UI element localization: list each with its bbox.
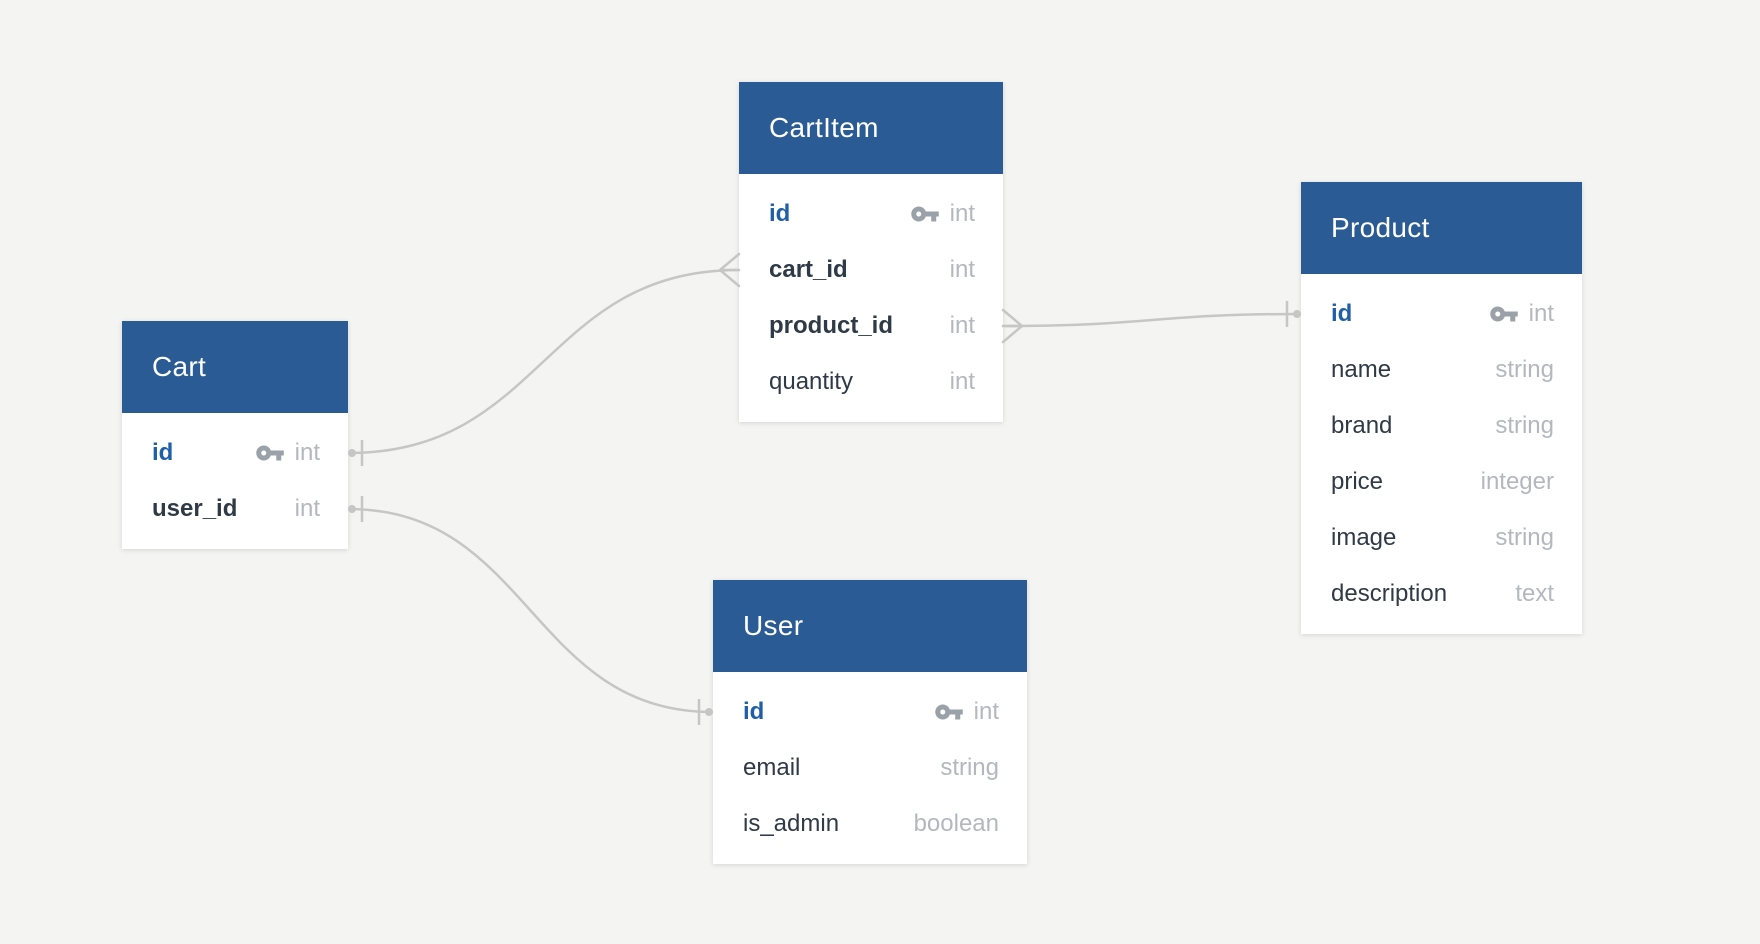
key-icon: [910, 206, 939, 222]
field-type: boolean: [913, 810, 999, 837]
field-row-product-description: description text: [1301, 566, 1582, 622]
field-type: string: [1495, 524, 1554, 551]
table-field-list: id int name string brand string price integer im…: [1301, 274, 1582, 634]
cardinality-many-crow-foot: [718, 252, 741, 288]
field-name: id: [152, 439, 174, 466]
field-type-group: int: [934, 697, 999, 727]
table-field-list: id int user_id int: [122, 413, 348, 549]
table-title: Product: [1331, 212, 1430, 243]
field-type-group: int: [950, 368, 975, 396]
field-row-product-image: image string: [1301, 510, 1582, 566]
field-type: int: [949, 200, 975, 227]
field-name: cart_id: [769, 256, 848, 283]
relationship-path: [347, 268, 740, 455]
field-type: int: [949, 368, 975, 395]
field-row-user-email: email string: [713, 740, 1027, 796]
endpoint-dot: [1293, 310, 1301, 318]
cardinality-many-crow-foot: [1001, 308, 1024, 344]
field-type-group: string: [1495, 412, 1554, 440]
field-row-product-brand: brand string: [1301, 398, 1582, 454]
table-title: User: [743, 610, 804, 641]
field-type: string: [1495, 356, 1554, 383]
table-title: CartItem: [769, 112, 879, 143]
field-row-user-id: id int: [713, 684, 1027, 740]
field-row-cart-user_id: user_id int: [122, 481, 348, 537]
table-header-user[interactable]: User: [713, 580, 1027, 672]
field-type: int: [949, 256, 975, 283]
field-name: quantity: [769, 368, 854, 395]
table-field-list: id int email string is_admin boolean: [713, 672, 1027, 864]
field-type-group: int: [295, 495, 320, 523]
field-type-group: string: [1495, 524, 1554, 552]
field-name: brand: [1331, 412, 1393, 439]
field-type-group: int: [950, 312, 975, 340]
field-type: int: [1528, 300, 1554, 327]
endpoint-dot: [705, 708, 713, 716]
field-row-cartitem-cart_id: cart_id int: [739, 242, 1003, 298]
field-name: description: [1331, 580, 1448, 607]
key-icon: [934, 704, 963, 720]
field-type-group: int: [950, 256, 975, 284]
table-title: Cart: [152, 351, 207, 382]
field-row-cartitem-id: id int: [739, 186, 1003, 242]
relationship-cart-to-cartitem: [347, 252, 741, 466]
field-type-group: int: [255, 438, 320, 468]
field-name: user_id: [152, 495, 238, 522]
table-cart[interactable]: Cart id int user_id int: [122, 321, 348, 549]
field-type-group: string: [940, 754, 999, 782]
table-header-cartitem[interactable]: CartItem: [739, 82, 1003, 174]
endpoint-dot: [348, 449, 356, 457]
field-name: is_admin: [743, 810, 840, 837]
field-type: int: [949, 312, 975, 339]
field-name: name: [1331, 356, 1392, 383]
table-header-product[interactable]: Product: [1301, 182, 1582, 274]
field-row-user-is_admin: is_admin boolean: [713, 796, 1027, 852]
field-type: integer: [1480, 468, 1554, 495]
table-header-cart[interactable]: Cart: [122, 321, 348, 413]
table-product[interactable]: Product id int name string brand string price in…: [1301, 182, 1582, 634]
field-name: product_id: [769, 312, 893, 339]
field-type-group: int: [910, 199, 975, 229]
field-name: id: [1331, 300, 1353, 327]
field-name: image: [1331, 524, 1397, 551]
field-type-group: string: [1495, 356, 1554, 384]
field-type: int: [973, 698, 999, 725]
relationship-cart-to-user: [347, 496, 714, 725]
field-type: text: [1515, 580, 1554, 607]
field-type: string: [1495, 412, 1554, 439]
field-name: email: [743, 754, 801, 781]
field-type: int: [294, 495, 320, 522]
key-icon: [1489, 306, 1518, 322]
relationship-path: [1002, 312, 1302, 328]
relationship-cartitem-to-product: [1001, 301, 1302, 344]
key-icon: [255, 445, 284, 461]
field-row-product-id: id int: [1301, 286, 1582, 342]
field-type-group: int: [1489, 299, 1554, 329]
endpoint-dot: [348, 505, 356, 513]
field-name: price: [1331, 468, 1384, 495]
field-type-group: integer: [1481, 468, 1554, 496]
field-row-product-name: name string: [1301, 342, 1582, 398]
field-type: string: [940, 754, 999, 781]
field-row-cartitem-product_id: product_id int: [739, 298, 1003, 354]
table-user[interactable]: User id int email string is_admin boolean: [713, 580, 1027, 864]
field-name: id: [743, 698, 765, 725]
field-row-cart-id: id int: [122, 425, 348, 481]
field-type-group: boolean: [914, 810, 999, 838]
relationship-path: [347, 507, 714, 714]
field-name: id: [769, 200, 791, 227]
field-type: int: [294, 439, 320, 466]
field-type-group: text: [1515, 580, 1554, 608]
field-row-product-price: price integer: [1301, 454, 1582, 510]
field-row-cartitem-quantity: quantity int: [739, 354, 1003, 410]
